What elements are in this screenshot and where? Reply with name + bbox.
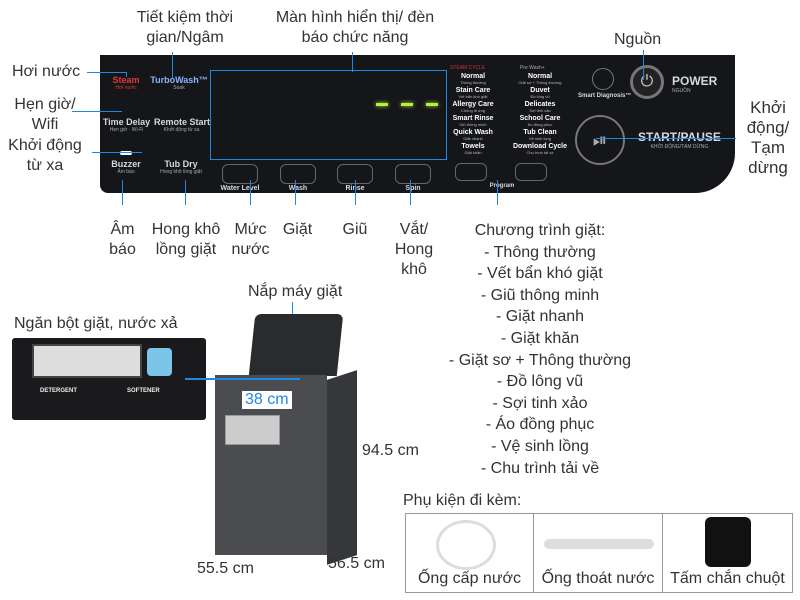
smart-diagnosis-icon[interactable] bbox=[592, 68, 614, 90]
pre-wash-label: Pre Wash+ bbox=[520, 65, 545, 71]
spin-button[interactable] bbox=[395, 164, 431, 184]
label-height: 94.5 cm bbox=[362, 442, 419, 459]
label-steam: Hơi nước bbox=[12, 63, 81, 80]
water-level-button[interactable] bbox=[222, 164, 258, 184]
label-inner-width: 38 cm bbox=[242, 391, 292, 409]
program-list: Chương trình giặt: - Thông thường- Vết b… bbox=[448, 222, 632, 477]
program-next-button[interactable] bbox=[515, 163, 547, 181]
program-label: Program bbox=[489, 183, 515, 189]
label-power: Nguồn bbox=[614, 31, 662, 48]
label-depth: 56.5 cm bbox=[328, 555, 385, 572]
buzzer-indicator bbox=[120, 151, 132, 155]
label-remote: Khởi động từ xa bbox=[8, 137, 82, 174]
steam-cycle-label: STEAM CYCLE bbox=[450, 65, 486, 71]
wash-label: Wash bbox=[288, 185, 308, 192]
program-prev-button[interactable] bbox=[455, 163, 487, 181]
label-width: 55.5 cm bbox=[197, 560, 254, 577]
display-area bbox=[210, 70, 447, 160]
washer-lid bbox=[248, 314, 344, 376]
label-rinse: Giũ bbox=[342, 221, 368, 238]
led-segment bbox=[426, 103, 438, 106]
label-lid: Nắp máy giặt bbox=[248, 283, 343, 300]
start-pause-button[interactable]: ⏯ bbox=[575, 115, 625, 165]
smart-diagnosis-label: Smart Diagnosis™ bbox=[578, 93, 632, 99]
label-drawer: Ngăn bột giặt, nước xả bbox=[14, 315, 178, 332]
label-wash: Giặt bbox=[282, 221, 313, 238]
accessory-drain-hose: Ống thoát nước bbox=[533, 513, 663, 593]
label-accessories: Phụ kiện đi kèm: bbox=[403, 492, 522, 509]
led-segment bbox=[401, 103, 413, 106]
label-buzzer: Âm báo bbox=[109, 221, 136, 258]
water-level-label: Water Level bbox=[220, 185, 260, 192]
accessory-rat-guard: Tấm chắn chuột bbox=[662, 513, 793, 593]
label-spin: Vắt/ Hong khô bbox=[394, 221, 434, 278]
label-timer: Hẹn giờ/ Wifi bbox=[14, 96, 76, 133]
power-label: POWER bbox=[672, 74, 718, 88]
label-start-pause: Khởi động/ Tạm dừng bbox=[746, 98, 790, 177]
label-turbo-wash: Tiết kiệm thời gian/Ngâm bbox=[136, 9, 234, 46]
power-button[interactable]: ⏻ bbox=[630, 65, 664, 99]
start-pause-label: START/PAUSE bbox=[638, 130, 721, 144]
accessory-inlet-hose: Ống cấp nước bbox=[405, 513, 534, 593]
led-segment bbox=[376, 103, 388, 106]
label-water-level: Mức nước bbox=[231, 221, 270, 258]
detergent-drawer-image: DETERGENT SOFTENER bbox=[12, 338, 206, 420]
spin-label: Spin bbox=[405, 185, 421, 192]
label-display: Màn hình hiển thị/ đèn báo chức năng bbox=[275, 9, 435, 46]
wash-button[interactable] bbox=[280, 164, 316, 184]
label-tub-dry: Hong khô lồng giặt bbox=[151, 221, 221, 258]
